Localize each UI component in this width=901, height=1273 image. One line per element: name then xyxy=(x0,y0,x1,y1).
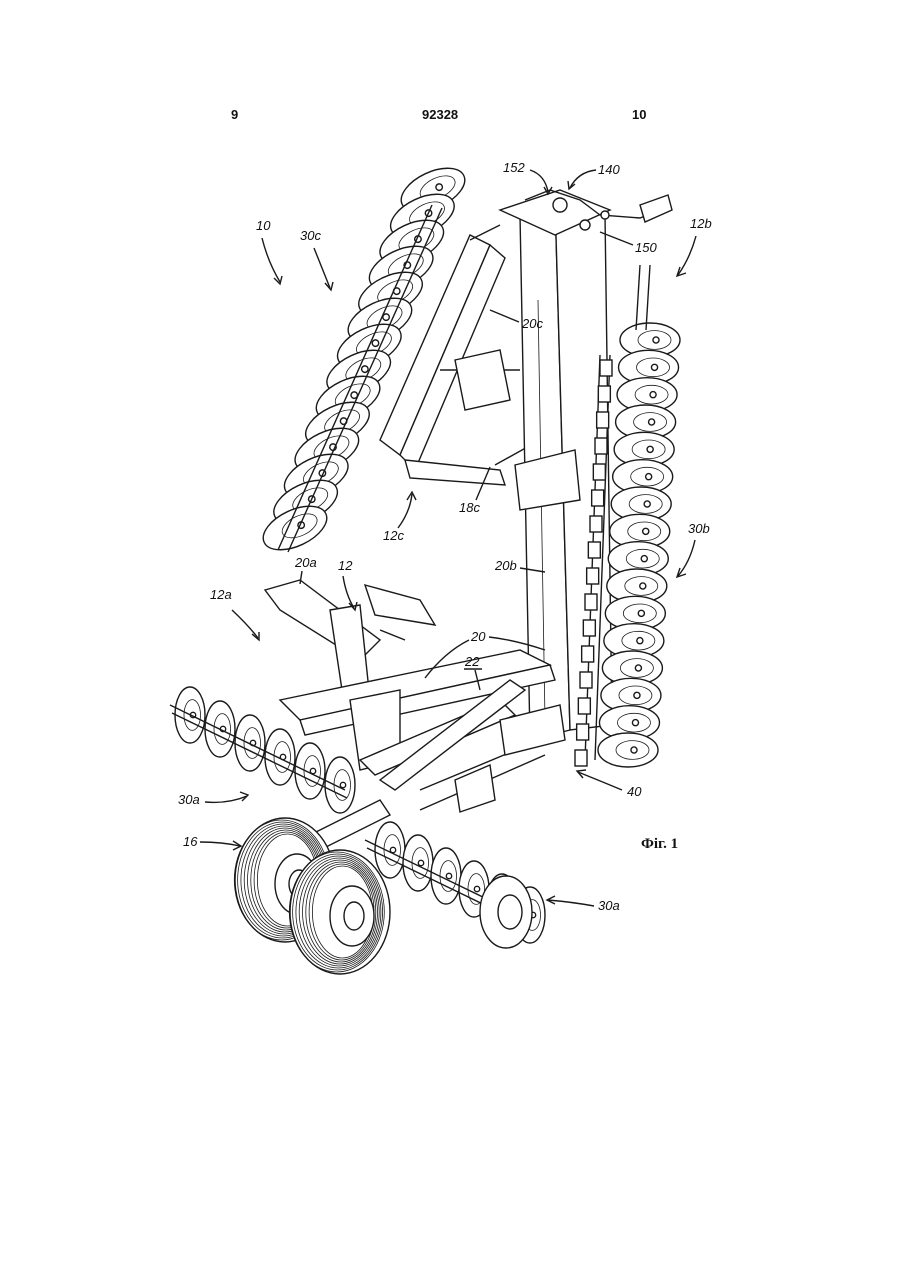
disc-blade xyxy=(598,733,658,767)
label-20: 20 xyxy=(470,629,486,644)
clamp-bracket xyxy=(592,490,604,506)
label-30b: 30b xyxy=(688,521,710,536)
disc-blade xyxy=(325,757,355,813)
disc-blade xyxy=(295,743,325,799)
label-12b: 12b xyxy=(690,216,712,231)
center-frame-12 xyxy=(265,580,565,855)
clamp-bracket xyxy=(577,724,589,740)
disc-blade xyxy=(235,715,265,771)
label-20c: 20c xyxy=(521,316,543,331)
label-30c: 30c xyxy=(300,228,321,243)
clamp-bracket xyxy=(588,542,600,558)
clamp-bracket xyxy=(585,594,597,610)
label-12c: 12c xyxy=(383,528,404,543)
clamp-bracket xyxy=(578,698,590,714)
label-30a-left: 30a xyxy=(178,792,200,807)
disc-blade xyxy=(265,729,295,785)
label-16: 16 xyxy=(183,834,198,849)
disc-blade xyxy=(403,835,433,891)
label-20b: 20b xyxy=(494,558,517,573)
label-20a: 20a xyxy=(294,555,317,570)
clamp-bracket xyxy=(593,464,605,480)
label-140: 140 xyxy=(598,162,620,177)
clamp-bracket xyxy=(590,516,602,532)
gauge-wheel xyxy=(480,876,532,948)
disc-blade xyxy=(375,822,405,878)
label-30a-right: 30a xyxy=(598,898,620,913)
clamp-bracket xyxy=(587,568,599,584)
clamp-bracket xyxy=(600,360,612,376)
clamp-bracket xyxy=(598,386,610,402)
figure-caption: Фіг. 1 xyxy=(641,836,678,853)
label-12a: 12a xyxy=(210,587,232,602)
label-152: 152 xyxy=(503,160,525,175)
label-10: 10 xyxy=(256,218,271,233)
clamp-bracket xyxy=(580,672,592,688)
label-150: 150 xyxy=(635,240,657,255)
clamp-bracket xyxy=(583,620,595,636)
label-12: 12 xyxy=(338,558,353,573)
tire xyxy=(289,850,390,974)
clamp-bracket xyxy=(582,646,594,662)
disc-blade xyxy=(431,848,461,904)
clamp-bracket xyxy=(597,412,609,428)
clamp-bracket xyxy=(575,750,587,766)
label-18c: 18c xyxy=(459,500,480,515)
label-40: 40 xyxy=(627,784,642,799)
label-22: 22 xyxy=(464,654,480,669)
clamp-bracket xyxy=(595,438,607,454)
